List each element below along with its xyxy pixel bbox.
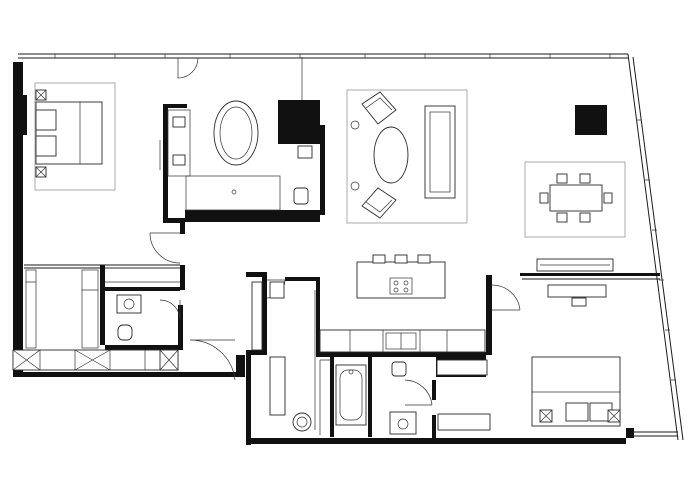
- toilet-2: [391, 361, 407, 377]
- bottom-left-wall: [13, 372, 245, 377]
- bottom-right-pier: [626, 428, 634, 438]
- second-bathroom: [292, 361, 417, 435]
- lower-left-wall: [246, 355, 251, 445]
- bottom-right-glazing: [634, 431, 678, 437]
- living-area: [346, 89, 468, 224]
- entry-wall-stub: [236, 355, 245, 377]
- walk-in-closet: [12, 269, 179, 371]
- bath-toilet: [293, 187, 309, 205]
- kitchen-island: [356, 254, 446, 299]
- wc-toilet: [117, 324, 133, 341]
- bedroom-rug: [34, 82, 116, 191]
- coffee-table: [373, 126, 409, 184]
- entry-door-swing: [189, 339, 236, 381]
- wc-sink: [116, 294, 142, 314]
- exterior-walls: [13, 53, 684, 445]
- left-wall-pier: [23, 95, 27, 135]
- sofa: [424, 105, 456, 199]
- master-bathroom: [159, 57, 313, 211]
- bath-tub-2: [335, 364, 367, 426]
- pillow: [35, 109, 57, 131]
- second-bedroom: [437, 284, 621, 431]
- closet-shelf: [105, 267, 180, 283]
- armchair: [361, 91, 397, 125]
- top-facade: [18, 53, 628, 59]
- right-mullions: [636, 119, 676, 381]
- left-wall: [13, 62, 23, 377]
- facade-mullions: [54, 54, 611, 58]
- dining-table: [549, 184, 603, 212]
- column: [575, 105, 607, 135]
- pillow: [35, 135, 57, 157]
- master-bedroom: [34, 82, 116, 191]
- desk: [547, 284, 607, 298]
- kitchen-counter: [319, 329, 488, 376]
- living-rug: [346, 89, 468, 224]
- door-swings: [149, 57, 521, 406]
- dining-rug: [524, 161, 626, 238]
- cooktop: [389, 277, 413, 295]
- washing-machine: [292, 412, 312, 432]
- bathtub: [213, 100, 259, 166]
- sink-2: [389, 411, 417, 435]
- wardrobe-row: [12, 349, 179, 371]
- shaft: [278, 100, 320, 144]
- right-facade: [627, 53, 684, 441]
- armchair: [361, 187, 397, 219]
- vanity: [167, 109, 191, 177]
- guest-wc: [116, 294, 142, 341]
- bottom-wall: [246, 438, 626, 444]
- dining-area: [524, 161, 626, 238]
- shower: [185, 175, 281, 211]
- corridor-storage: [251, 281, 330, 435]
- island-counter: [356, 261, 446, 299]
